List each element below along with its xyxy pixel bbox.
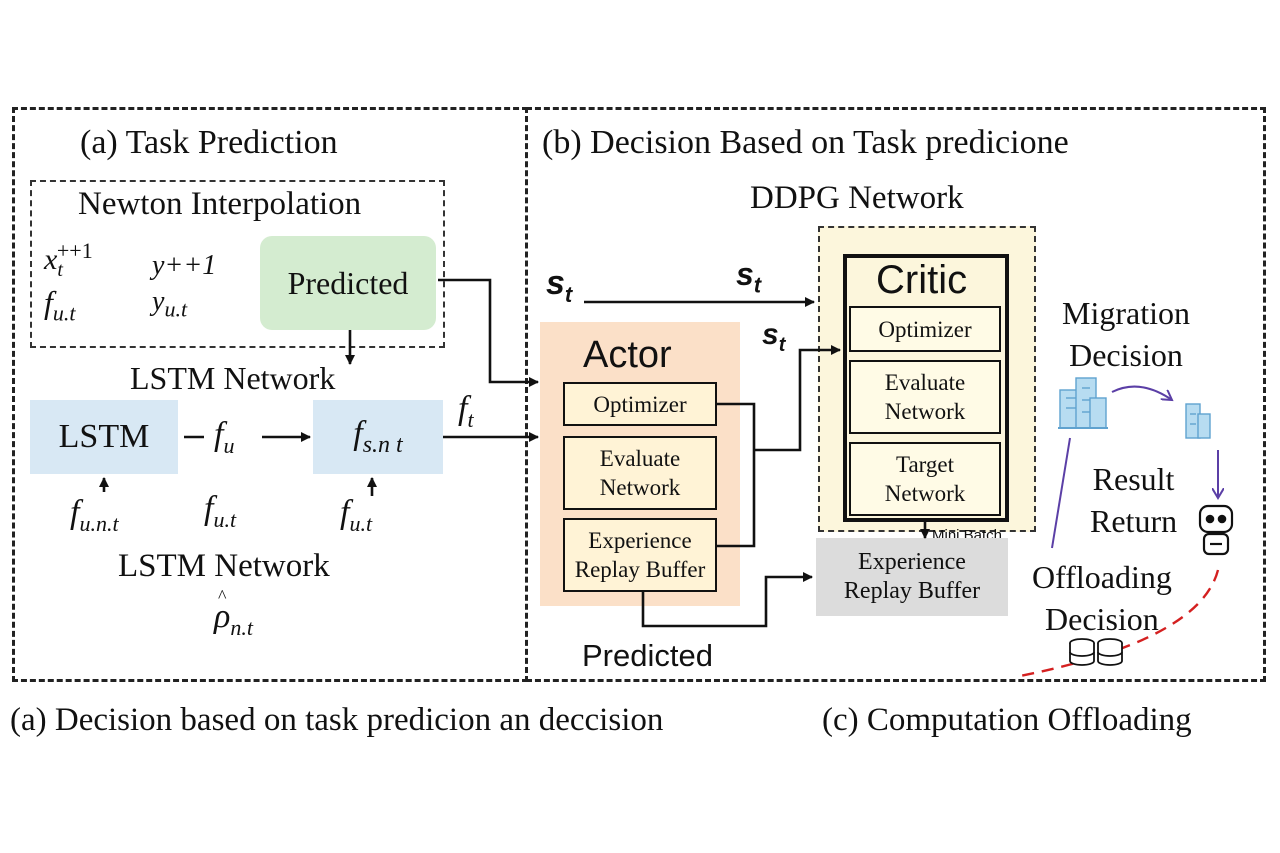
actor-replay-buffer: Experience Replay Buffer [563,518,717,592]
input-fut-2: fu.t [340,494,373,536]
actor-optimizer-label: Optimizer [593,391,687,417]
result-return-label: Result Return [1090,458,1177,542]
st-left-label: st [546,264,573,307]
actor-optimizer: Optimizer [563,382,717,426]
actor-buffer-line1: Experience [588,528,692,553]
actor-buffer-line2: Replay Buffer [574,557,706,582]
critic-optimizer: Optimizer [849,306,1001,352]
offload-vertical-line [1051,437,1071,549]
lstm-network-label-bottom: LSTM Network [118,548,330,584]
offloading-line1: Offloading [1032,559,1172,595]
actor-title: Actor [583,334,672,376]
critic-evaluate-network: Evaluate Network [849,360,1001,434]
ddpg-title: DDPG Network [750,180,964,216]
newton-y-sub-expr: yu.t [152,286,188,322]
migration-line2: Decision [1069,337,1183,373]
critic-target-line2: Network [884,481,966,506]
arrow-actor-buffer-to-replay [641,572,813,628]
migration-line1: Migration [1062,295,1190,331]
predicted-label: Predicted [287,264,409,301]
ft-label: ft [458,390,474,432]
lstm-box: LSTM [30,400,178,474]
connector-actor-to-critic [717,402,756,548]
newton-box [30,180,445,348]
caption-left: (a) Decision based on task predicion an … [10,702,664,738]
input-funt: fu.n.t [70,494,119,536]
critic-evaluate-line1: Evaluate [884,370,966,395]
lstm-network-label-top: LSTM Network [130,360,336,396]
arrow-actor-to-critic-mid [754,345,841,452]
offload-dashed-return [1019,569,1220,678]
newton-x-expr: xt++1 [44,238,93,281]
result-line2: Return [1090,503,1178,539]
critic-optimizer-label: Optimizer [878,316,972,342]
panel-a-title: (a) Task Prediction [80,124,338,161]
building-icon [1185,403,1211,439]
result-line1: Result [1092,461,1175,497]
rho-hat-label: ρ^n.t [214,586,253,640]
st-top-label: st [736,256,762,298]
lstm-box-label: LSTM [58,418,150,455]
critic-target-line1: Target [896,452,954,477]
predicted-bottom-label: Predicted [582,638,713,673]
robot-icon [1198,504,1234,556]
critic-evaluate-line2: Network [884,399,966,424]
migration-arrow [1111,385,1172,400]
replay-buffer-box: Experience Replay Buffer [816,538,1008,616]
database-icon [1069,638,1123,666]
migration-decision-label: Migration Decision [1062,292,1190,376]
st-mid-label: st [762,318,786,356]
replay-buffer-line2: Replay Buffer [843,578,981,604]
predicted-box: Predicted [260,236,436,330]
panel-b-border [526,107,1266,682]
panel-a-border [12,107,528,682]
newton-y-expr: y++1 [152,250,217,281]
actor-evaluate-line1: Evaluate [599,446,681,471]
critic-frame [843,254,1009,522]
actor-evaluate-line2: Network [599,475,681,500]
critic-target-network: Target Network [849,442,1001,516]
offloading-line2: Decision [1045,601,1159,637]
fsnt-label: fs.n t [353,415,403,458]
critic-title: Critic [876,258,968,302]
offloading-decision-label: Offloading Decision [1032,556,1172,640]
newton-title: Newton Interpolation [78,186,362,222]
newton-f-expr: fu.t [44,284,76,326]
arrow-predicted-to-actor [438,278,539,387]
caption-right: (c) Computation Offloading [822,702,1192,738]
input-fut-1: fu.t [204,490,237,532]
city-buildings-icon [1058,377,1108,429]
panel-b-title: (b) Decision Based on Task predicione [542,124,1069,161]
fu-label: fu [214,416,235,458]
actor-evaluate-network: Evaluate Network [563,436,717,510]
fsnt-box: fs.n t [313,400,443,474]
replay-buffer-line1: Experience [858,549,966,575]
